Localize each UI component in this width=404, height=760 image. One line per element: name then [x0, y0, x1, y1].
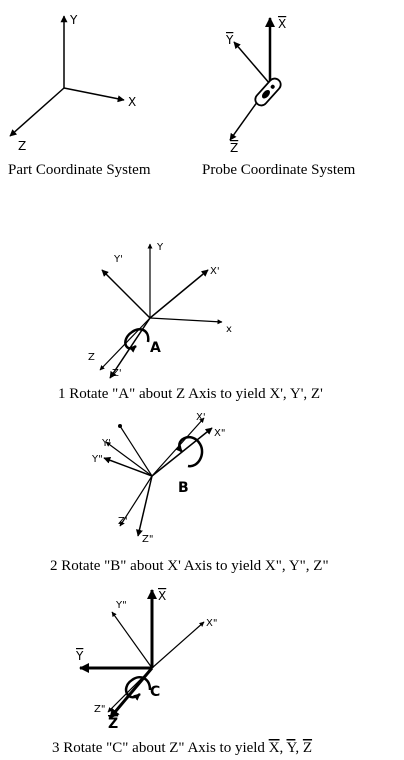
probe-y-axis	[233, 41, 271, 85]
step1-rotation-arrow	[124, 328, 150, 353]
step3-rotation-arrow	[124, 676, 152, 701]
step3-caption-y: Y	[286, 740, 297, 756]
step1-x-label: x	[226, 324, 232, 335]
step3-rotation-label: C	[150, 684, 160, 700]
part-coordinate-system: Y X Z Part Coordinate System	[8, 13, 151, 178]
step3-y-bar-label: Y	[75, 649, 84, 663]
step2-y-prime-label: Y'	[101, 438, 111, 449]
step2-aux-point	[118, 424, 122, 428]
probe-x-label: X	[278, 17, 286, 31]
step2-x-prime-axis	[151, 417, 205, 477]
step3-caption-prefix: 3 Rotate "C" about Z" Axis to yield	[52, 740, 269, 756]
step2-x-dprime-label: X"	[214, 428, 225, 439]
step1-y-prime-axis	[101, 269, 151, 319]
step2-z-dprime-axis	[136, 475, 153, 537]
step3-z-dprime-label: Z"	[94, 704, 105, 715]
part-y-label: Y	[69, 13, 78, 27]
step2-rotation-label: B	[178, 480, 189, 496]
step2-y-prime-axis	[105, 441, 153, 477]
probe-system-caption: Probe Coordinate System	[202, 162, 356, 178]
step3-y-dprime-axis	[111, 611, 153, 669]
step1-y-label: Y	[156, 242, 164, 253]
step2-diagram: X' X" Y' Y" Z' Z" B 2 Rotate "B" about X…	[50, 412, 329, 574]
step3-caption-sep1: ,	[280, 740, 287, 756]
probe-y-label: Y	[225, 33, 234, 47]
step1-z-label: Z	[88, 352, 95, 363]
step2-z-prime-label: Z'	[118, 516, 128, 527]
step2-z-prime-axis	[119, 475, 153, 527]
step3-caption: 3 Rotate "C" about Z" Axis to yield X, Y…	[52, 740, 312, 756]
step3-y-dprime-label: Y"	[115, 600, 127, 611]
step1-rotation-label: A	[150, 340, 161, 356]
step2-x-prime-label: X'	[196, 412, 206, 423]
step1-diagram: Y Y' X' x Z Z' A 1 Rotate "A" about Z Ax…	[58, 242, 323, 402]
step2-y-dprime-label: Y"	[91, 454, 103, 465]
part-system-caption: Part Coordinate System	[8, 162, 151, 178]
part-x-axis	[63, 87, 125, 103]
step1-x-prime-axis	[149, 269, 209, 319]
step1-z-prime-label: Z'	[112, 368, 122, 379]
step1-x-prime-label: X'	[210, 266, 220, 277]
step3-x-bar-label: X	[158, 589, 166, 603]
step3-caption-x: X	[269, 740, 280, 756]
probe-coordinate-system: X Y Z Probe Coordinate System	[202, 17, 356, 178]
step2-z-dprime-label: Z"	[142, 534, 153, 545]
probe-z-label: Z	[230, 141, 238, 155]
part-z-label: Z	[18, 139, 26, 153]
step1-y-prime-label: Y'	[113, 254, 123, 265]
step3-z-bar-label: Z	[108, 716, 118, 732]
step3-diagram: X Y" X" Y Z" Z C 3 Rotate "C" about Z" A…	[52, 589, 312, 756]
step3-x-dprime-label: X"	[206, 618, 217, 629]
step3-caption-z: Z	[303, 740, 312, 756]
step2-aux-axis	[119, 425, 153, 477]
step3-caption-sep2: ,	[295, 740, 303, 756]
step3-x-dprime-axis	[151, 621, 205, 669]
part-x-label: X	[128, 95, 136, 109]
step1-x-axis	[149, 317, 223, 325]
step2-caption: 2 Rotate "B" about X' Axis to yield X", …	[50, 558, 329, 574]
step3-z-bar-axis	[108, 667, 154, 719]
part-z-axis	[9, 87, 65, 137]
step2-y-dprime-axis	[103, 456, 153, 477]
probe-body-icon	[254, 77, 282, 107]
step2-rotation-arrow	[175, 435, 204, 468]
step1-caption: 1 Rotate "A" about Z Axis to yield X', Y…	[58, 386, 323, 402]
